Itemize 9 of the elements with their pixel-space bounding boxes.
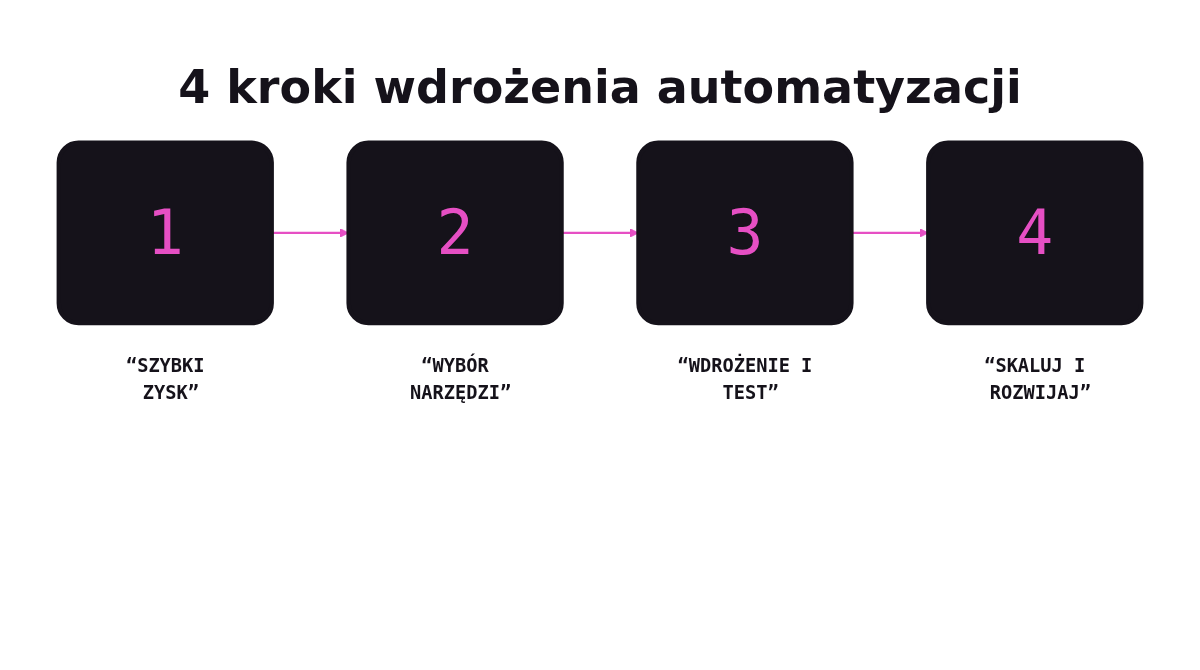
step-caption: “WDROŻENIE I TEST” <box>677 355 813 403</box>
step-box: 3 <box>636 140 854 326</box>
step-caption: “SZYBKI ZYSK” <box>125 355 205 403</box>
step-box: 1 <box>56 140 274 326</box>
step-caption: “SKALUJ I ROZWIJAJ” <box>984 355 1091 403</box>
step-box: 2 <box>346 140 564 326</box>
step-caption: “WYBÓR NARZĘDZI” <box>410 355 512 403</box>
step-box: 4 <box>926 140 1144 326</box>
diagram-title: 4 kroki wdrożenia automatyzacji <box>177 60 1023 114</box>
